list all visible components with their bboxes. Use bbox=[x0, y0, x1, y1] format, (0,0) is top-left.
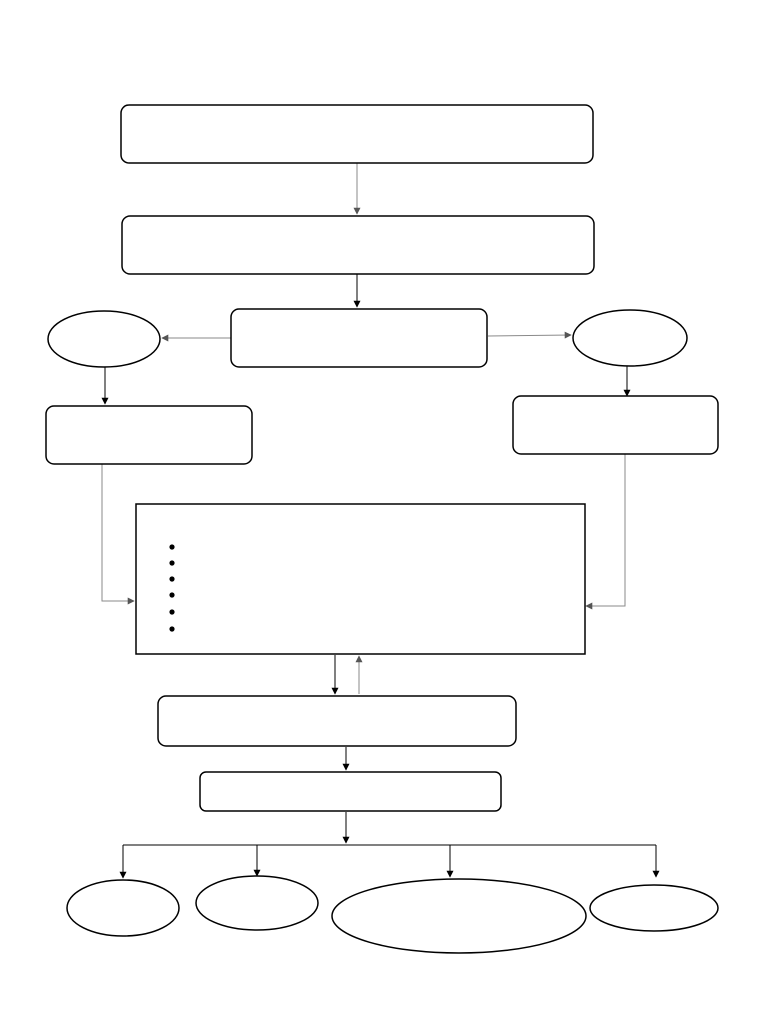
bullet-marker bbox=[169, 560, 175, 566]
edges bbox=[101, 163, 660, 879]
leaf-4 bbox=[589, 884, 719, 932]
second-box bbox=[121, 215, 595, 275]
leaf-2 bbox=[195, 875, 319, 931]
bullet-marker bbox=[169, 609, 175, 615]
bullet-item bbox=[169, 560, 175, 566]
edge-left-box-to-list-box bbox=[101, 464, 135, 605]
top-box bbox=[120, 104, 594, 164]
center-box bbox=[230, 308, 488, 368]
bullet-marker bbox=[169, 626, 175, 632]
right-box bbox=[512, 395, 719, 455]
bottom-box bbox=[199, 771, 502, 812]
left-ellipse bbox=[47, 310, 161, 368]
bullet-marker bbox=[169, 592, 175, 598]
leaf-1 bbox=[66, 879, 180, 937]
bullet-list bbox=[169, 544, 175, 632]
leaf-3 bbox=[331, 878, 587, 954]
edge-center-to-right-ellipse bbox=[487, 331, 572, 339]
bullet-item bbox=[169, 609, 175, 615]
bullet-item bbox=[169, 544, 175, 550]
bullet-item bbox=[169, 592, 175, 598]
list-box bbox=[135, 503, 586, 655]
left-box bbox=[45, 405, 253, 465]
bullet-item bbox=[169, 626, 175, 632]
edge-right-box-to-list-box bbox=[585, 454, 626, 610]
nodes bbox=[45, 104, 719, 954]
lower-box bbox=[157, 695, 517, 747]
bullet-item bbox=[169, 576, 175, 582]
right-ellipse bbox=[572, 309, 688, 367]
bullet-marker bbox=[169, 576, 175, 582]
bullet-marker bbox=[169, 544, 175, 550]
